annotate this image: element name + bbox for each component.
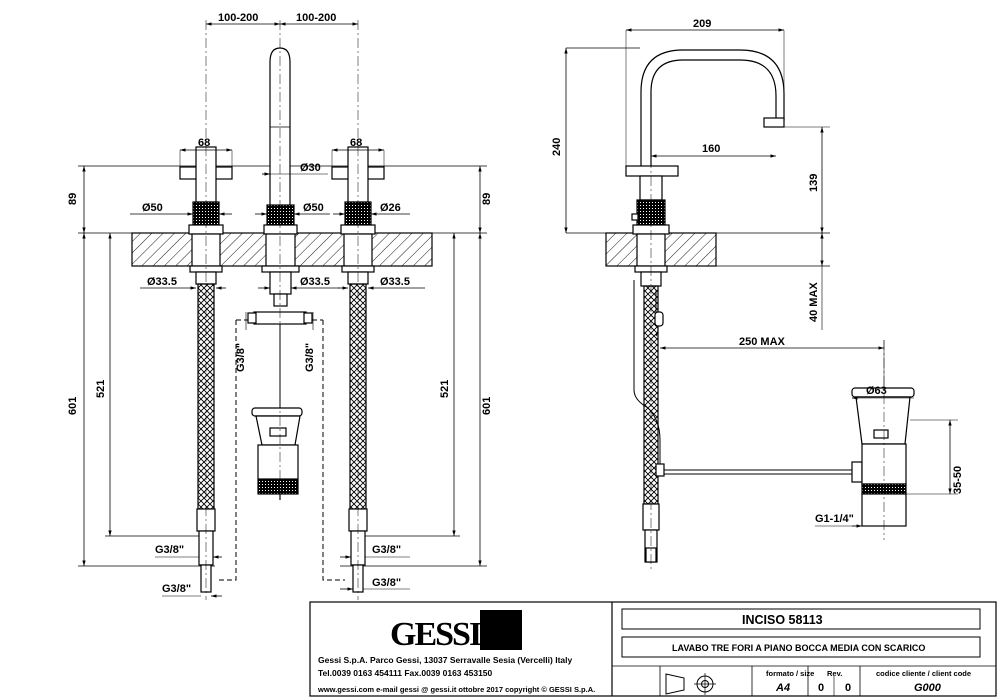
dim-total-left: 601 <box>67 397 79 415</box>
dim-spacing-left: 100-200 <box>218 12 258 24</box>
dim-base-left: Ø50 <box>142 202 163 214</box>
svg-text:GESSI: GESSI <box>390 616 482 653</box>
side-view-labels: 209 240 160 139 40 MAX 250 MAX Ø63 35-50… <box>551 18 964 525</box>
projection-symbol-icon <box>665 673 716 695</box>
rev-value-2: 0 <box>845 682 851 694</box>
product-description: LAVABO TRE FORI A PIANO BOCCA MEDIA CON … <box>672 643 925 653</box>
dim-rod-length: 250 MAX <box>739 336 786 348</box>
dim-conn-left-upper: G3/8" <box>155 544 184 556</box>
dim-handle-reach: 160 <box>702 143 720 155</box>
dim-deck-thickness: 40 MAX <box>808 282 820 322</box>
side-view <box>564 28 958 570</box>
format-label: formato / size <box>766 669 814 678</box>
front-view-labels: 100-200 100-200 68 68 Ø30 Ø50 Ø50 Ø26 Ø3… <box>67 12 493 595</box>
product-title: INCISO 58113 <box>742 613 823 627</box>
dim-handle-right-width: 68 <box>350 137 362 149</box>
dim-waste-thread: G1-1/4" <box>815 513 854 525</box>
company-web: www.gessi.com e-mail gessi @ gessi.it ot… <box>317 685 595 694</box>
dim-spout-reach: 209 <box>693 18 711 30</box>
dim-tee-left-thread: G3/8" <box>235 343 247 372</box>
dim-hose-right: 521 <box>439 380 451 398</box>
dim-base-right: Ø26 <box>380 202 401 214</box>
dim-spout-diameter: Ø30 <box>300 162 321 174</box>
format-value: A4 <box>775 682 790 694</box>
dim-conn-left-lower: G3/8" <box>162 583 191 595</box>
client-code-label: codice cliente / client code <box>876 669 971 678</box>
dim-shank-left: Ø33.5 <box>147 276 177 288</box>
dim-handle-left-width: 68 <box>198 137 210 149</box>
dim-height-left: 89 <box>67 193 79 205</box>
dim-waste-diameter: Ø63 <box>866 385 887 397</box>
rev-label: Rev. <box>827 669 842 678</box>
company-address: Gessi S.p.A. Parco Gessi, 13037 Serraval… <box>318 655 572 665</box>
title-block: GESSI <box>309 601 997 697</box>
dim-tee-right-thread: G3/8" <box>304 343 316 372</box>
dim-conn-right-upper: G3/8" <box>372 544 401 556</box>
dim-height-right: 89 <box>481 193 493 205</box>
company-contacts: Tel.0039 0163 454111 Fax.0039 0163 45315… <box>318 668 493 678</box>
dim-conn-right-lower: G3/8" <box>372 577 401 589</box>
dim-shank-right: Ø33.5 <box>380 276 410 288</box>
rev-value-1: 0 <box>818 682 824 694</box>
dim-hose-left: 521 <box>95 380 107 398</box>
dim-base-center: Ø50 <box>303 202 324 214</box>
dim-spacing-right: 100-200 <box>296 12 336 24</box>
dim-spout-height: 240 <box>551 138 563 156</box>
front-view <box>78 20 487 600</box>
gessi-logo: GESSI <box>390 610 522 653</box>
client-code-value: G000 <box>914 682 942 694</box>
dim-total-right: 601 <box>481 397 493 415</box>
dim-shank-center: Ø33.5 <box>300 276 330 288</box>
title-block-labels: INCISO 58113 LAVABO TRE FORI A PIANO BOC… <box>317 613 971 694</box>
dim-waste-height: 35-50 <box>952 466 964 494</box>
dim-handle-height: 139 <box>808 174 820 192</box>
